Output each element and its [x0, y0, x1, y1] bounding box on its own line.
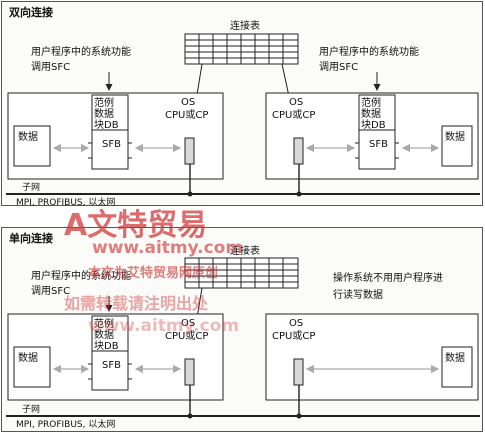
sfb-block	[358, 94, 396, 170]
section-title: 双向连接	[9, 6, 53, 19]
left-station: 数据 范例 数据 块DB SFB OS CPU或CP	[7, 313, 224, 419]
subnet-label: 子网	[22, 182, 40, 193]
svg-text:范例: 范例	[94, 96, 114, 109]
os-note-line1: 操作系统不用用户程序进	[333, 271, 443, 284]
connection-table-label: 连接表	[230, 244, 260, 257]
cpu-port	[184, 358, 195, 386]
svg-text:CPU或CP: CPU或CP	[165, 330, 208, 342]
data-box	[13, 346, 51, 388]
svg-text:OS: OS	[181, 318, 195, 329]
left-station: 数据 范例 数据 块DB SFB OS CPU或CP	[7, 92, 224, 197]
svg-text:数据: 数据	[94, 107, 114, 120]
svg-text:OS: OS	[289, 318, 303, 329]
svg-text:SFB: SFB	[102, 360, 121, 371]
sfb-block	[91, 94, 129, 170]
data-box	[441, 125, 473, 167]
left-sfc-note-line2: 调用SFC	[31, 285, 70, 297]
sfb-block	[91, 315, 129, 391]
svg-text:数据: 数据	[361, 107, 381, 120]
data-label: 数据	[18, 130, 38, 143]
left-sfc-note-line1: 用户程序中的系统功能	[31, 45, 131, 58]
svg-text:CPU或CP: CPU或CP	[165, 109, 208, 121]
bidirectional-diagram: 连接表 用户程序中的系统功能 调用SFC 用户程序中的系统功能 调用SFC	[6, 19, 480, 207]
svg-text:范例: 范例	[94, 317, 114, 330]
network-label: MPI, PROFIBUS, 以太网	[16, 418, 115, 430]
unidirectional-panel: 单向连接 连接表	[1, 227, 483, 432]
svg-text:数据: 数据	[94, 328, 114, 341]
svg-text:数据: 数据	[445, 351, 465, 364]
unidirectional-diagram: 连接表 用户程序中的系统功能 调用SFC 操作系统不用用户程序进 行读写数据 数…	[6, 244, 480, 430]
connection-table	[184, 257, 299, 289]
network-label: MPI, PROFIBUS, 以太网	[16, 196, 115, 207]
connection-table-label: 连接表	[230, 19, 260, 32]
section-title: 单向连接	[9, 232, 53, 245]
svg-text:数据: 数据	[18, 351, 38, 364]
right-sfc-note-line2: 调用SFC	[319, 61, 358, 73]
left-sfc-note-line1: 用户程序中的系统功能	[31, 269, 131, 282]
svg-text:CPU或CP: CPU或CP	[272, 109, 315, 121]
bidirectional-panel: 双向连接 连接表	[1, 1, 483, 207]
svg-text:块DB: 块DB	[94, 119, 119, 131]
left-sfc-note-line2: 调用SFC	[31, 61, 70, 73]
svg-text:块DB: 块DB	[361, 119, 386, 131]
svg-text:SFB: SFB	[102, 139, 121, 150]
svg-text:OS: OS	[289, 97, 303, 108]
connection-table	[184, 33, 299, 65]
os-note-line2: 行读写数据	[333, 288, 383, 301]
svg-text:数据: 数据	[445, 130, 465, 143]
right-station: OS CPU或CP 数据	[265, 313, 479, 419]
svg-text:CPU或CP: CPU或CP	[272, 330, 315, 342]
cpu-port	[293, 358, 304, 386]
subnet-label: 子网	[22, 404, 40, 415]
right-station: OS CPU或CP 范例 数据 块DB SFB 数据	[265, 92, 479, 197]
cpu-port	[293, 137, 304, 165]
right-sfc-note-line1: 用户程序中的系统功能	[319, 45, 419, 58]
data-box	[13, 125, 51, 167]
svg-text:块DB: 块DB	[94, 340, 119, 352]
svg-text:SFB: SFB	[369, 139, 388, 150]
svg-text:范例: 范例	[361, 96, 381, 109]
data-box	[441, 346, 473, 388]
cpu-port	[184, 137, 195, 165]
svg-text:OS: OS	[181, 97, 195, 108]
